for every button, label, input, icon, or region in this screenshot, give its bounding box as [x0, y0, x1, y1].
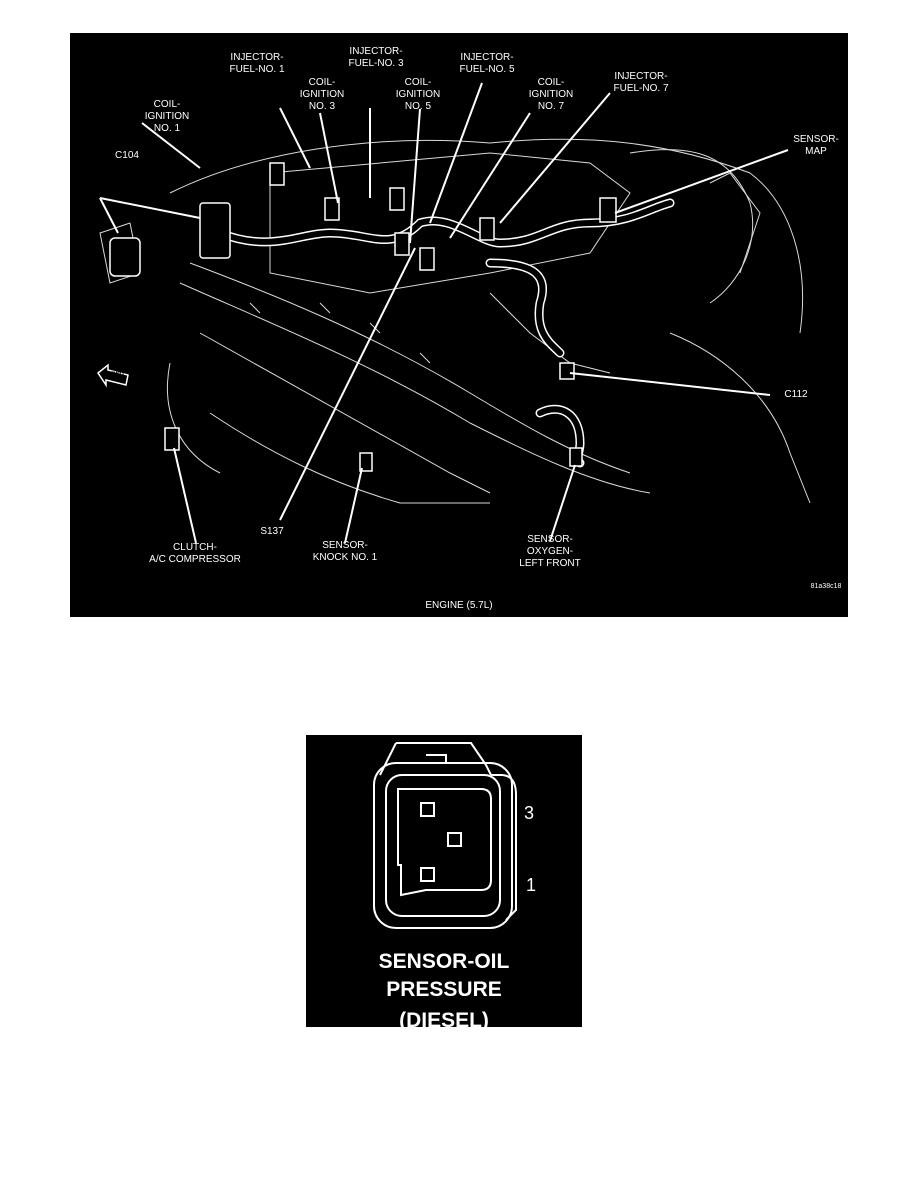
label-injector-fuel-no-5: INJECTOR- FUEL-NO. 5	[459, 52, 515, 75]
engine-wiring-diagram: INJECTOR- FUEL-NO. 1 INJECTOR- FUEL-NO. …	[70, 33, 848, 617]
connector-title-line1: SENSOR-OIL	[378, 950, 510, 973]
figure-id: 81a38c18	[810, 583, 842, 590]
pin-label-3: 3	[524, 803, 535, 823]
label-coil-ignition-no-1: COIL- IGNITION NO. 1	[144, 99, 190, 134]
label-clutch-ac-compressor: CLUTCH- A/C COMPRESSOR	[149, 542, 241, 565]
label-coil-ignition-no-5: COIL- IGNITION NO. 5	[395, 77, 441, 112]
label-c104: C104	[115, 150, 139, 161]
figure-caption: ENGINE (5.7L)	[425, 600, 493, 611]
connector-title-line2: PRESSURE	[386, 978, 502, 1001]
label-injector-fuel-no-1: INJECTOR- FUEL-NO. 1	[229, 52, 285, 75]
connector-title-line3: (DIESEL)	[399, 1009, 489, 1027]
label-sensor-oxygen-left-front: SENSOR- OXYGEN- LEFT FRONT	[519, 534, 581, 569]
label-fwd: FWD	[110, 372, 124, 378]
engine-drawing	[96, 82, 811, 544]
label-coil-ignition-no-7: COIL- IGNITION NO. 7	[528, 77, 574, 112]
pin-label-1: 1	[526, 875, 537, 895]
oil-pressure-sensor-connector-diagram: 3 1 SENSOR-OIL PRESSURE (DIESEL)	[306, 735, 582, 1027]
label-injector-fuel-no-7: INJECTOR- FUEL-NO. 7	[613, 71, 669, 94]
label-c112: C112	[784, 389, 808, 400]
label-sensor-map: SENSOR- MAP	[793, 134, 839, 157]
label-s137: S137	[260, 526, 284, 537]
label-sensor-knock-no-1: SENSOR- KNOCK NO. 1	[312, 540, 378, 563]
label-injector-fuel-no-3: INJECTOR- FUEL-NO. 3	[348, 46, 404, 69]
label-coil-ignition-no-3: COIL- IGNITION NO. 3	[299, 77, 345, 112]
connector-drawing	[373, 742, 517, 929]
